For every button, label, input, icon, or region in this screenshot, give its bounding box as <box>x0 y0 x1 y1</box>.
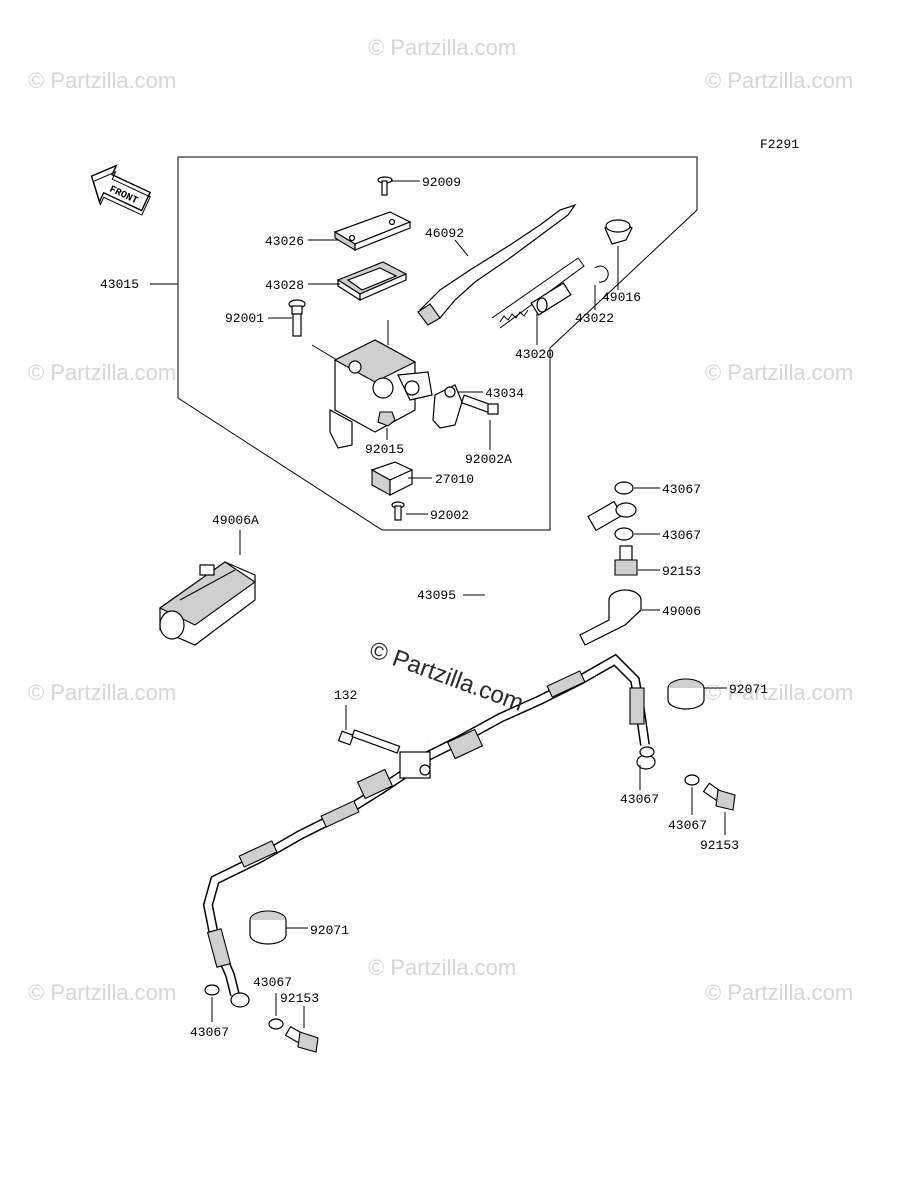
watermark: © Partzilla.com <box>368 955 516 980</box>
watermark: © Partzilla.com <box>28 980 176 1005</box>
label-49016: 49016 <box>602 290 641 305</box>
upper-brake-hose <box>424 500 637 742</box>
washer-43067 <box>639 746 655 758</box>
banjo-bolt-92153 <box>284 1025 319 1053</box>
label-43067f: 43067 <box>190 1025 229 1040</box>
label-92001: 92001 <box>225 311 264 326</box>
washer-43067 <box>268 1018 284 1030</box>
reservoir-cap <box>333 211 412 251</box>
watermark: © Partzilla.com <box>705 980 853 1005</box>
label-92002A: 92002A <box>465 452 512 467</box>
label-43026: 43026 <box>265 234 304 249</box>
label-92071a: 92071 <box>729 682 768 697</box>
figure-code: F2291 <box>760 137 799 152</box>
banjo-bolt-92153 <box>702 782 736 811</box>
label-92009: 92009 <box>422 175 461 190</box>
label-92153b: 92153 <box>700 838 739 853</box>
watermark: © Partzilla.com <box>705 680 853 705</box>
washer-43067 <box>684 774 700 786</box>
label-49006A: 49006A <box>212 513 259 528</box>
piston <box>530 282 572 316</box>
label-92153c: 92153 <box>280 991 319 1006</box>
grommet-92071 <box>667 678 705 710</box>
label-43067c: 43067 <box>620 792 659 807</box>
bolt-92002A <box>460 394 499 415</box>
label-132: 132 <box>334 688 357 703</box>
label-43015: 43015 <box>100 277 139 292</box>
watermark-layer: © Partzilla.com © Partzilla.com © Partzi… <box>28 35 853 1005</box>
screw-92002 <box>391 501 405 521</box>
label-46092: 46092 <box>425 226 464 241</box>
label-92153a: 92153 <box>662 564 701 579</box>
washer-43067 <box>614 527 634 541</box>
watermark: © Partzilla.com <box>28 360 176 385</box>
watermark: © Partzilla.com <box>368 35 516 60</box>
label-43067b: 43067 <box>662 528 701 543</box>
handlebar-clamp <box>432 384 463 429</box>
label-92071b: 92071 <box>310 923 349 938</box>
label-49006: 49006 <box>662 604 701 619</box>
label-43067e: 43067 <box>253 975 292 990</box>
label-92002: 92002 <box>430 508 469 523</box>
protector-49006A <box>158 561 256 646</box>
brake-lever <box>417 203 577 326</box>
master-cylinder-body <box>329 339 433 449</box>
label-92015: 92015 <box>365 442 404 457</box>
watermark: © Partzilla.com <box>705 68 853 93</box>
watermark: © Partzilla.com <box>28 68 176 93</box>
circlip <box>594 265 609 283</box>
label-43067d: 43067 <box>668 818 707 833</box>
lower-brake-hose <box>202 653 656 1008</box>
spring <box>499 309 529 323</box>
bolt-92001 <box>288 299 306 337</box>
screw-92009 <box>377 176 393 196</box>
label-43095: 43095 <box>417 588 456 603</box>
label-27010: 27010 <box>435 472 474 487</box>
label-43022: 43022 <box>575 311 614 326</box>
washer-43067 <box>204 984 220 996</box>
diaphragm <box>336 261 408 302</box>
label-43067a: 43067 <box>662 482 701 497</box>
front-arrow: FRONT <box>90 164 152 216</box>
label-43028: 43028 <box>265 278 304 293</box>
label-43034: 43034 <box>485 386 524 401</box>
label-43020: 43020 <box>515 347 554 362</box>
assembly-outline <box>177 156 698 531</box>
grommet-92071 <box>249 910 287 945</box>
screw-92015 <box>377 411 396 427</box>
watermark: © Partzilla.com <box>705 360 853 385</box>
bolt-132 <box>337 729 401 754</box>
brake-switch <box>370 461 414 496</box>
protector-49006 <box>579 589 642 646</box>
banjo-bolt-92153 <box>614 545 638 576</box>
watermark: © Partzilla.com <box>28 680 176 705</box>
dust-boot <box>604 219 633 245</box>
washer-43067 <box>614 481 634 495</box>
